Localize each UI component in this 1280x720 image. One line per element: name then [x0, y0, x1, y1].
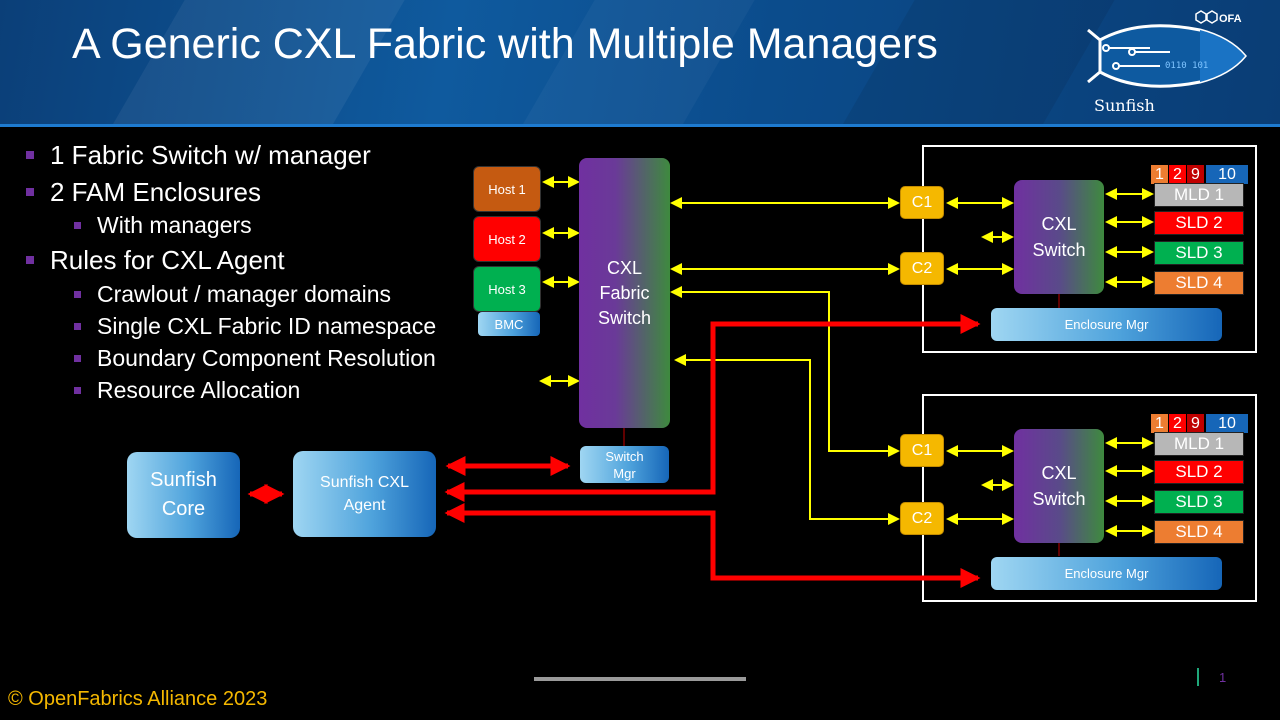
enclosure-1-tag-2: 2 — [1169, 165, 1186, 184]
title-banner — [0, 0, 1280, 124]
enclosure-2-sld-3: SLD 3 — [1154, 490, 1244, 514]
copyright-footer: © OpenFabrics Alliance 2023 — [8, 688, 268, 710]
enclosure-1-sld-4: SLD 4 — [1154, 271, 1244, 295]
enclosure-2-cxl-switch: CXL Switch — [1014, 429, 1104, 543]
enclosure-2-port-c2: C2 — [900, 502, 944, 535]
switch-mgr-box: Switch Mgr — [580, 446, 669, 483]
enclosure-2-sld-2: SLD 2 — [1154, 460, 1244, 484]
footer-bar — [534, 677, 746, 681]
enclosure-2-tag-2: 2 — [1169, 414, 1186, 433]
enclosure-1-frame — [922, 145, 1257, 353]
sunfish-cxl-agent-box: Sunfish CXL Agent — [293, 451, 436, 537]
enclosure-1-port-c2: C2 — [900, 252, 944, 285]
enclosure-2-port-c1: C1 — [900, 434, 944, 467]
enclosure-2-tag-1: 1 — [1151, 414, 1168, 433]
enclosure-1-tag-9: 9 — [1187, 165, 1204, 184]
enclosure-1-mgr-box: Enclosure Mgr — [991, 308, 1222, 341]
enclosure-2-sld-4: SLD 4 — [1154, 520, 1244, 544]
sunfish-wordmark: Sunfish — [1094, 96, 1155, 115]
page-marker-line — [1197, 668, 1199, 686]
enclosure-2-tag-9: 9 — [1187, 414, 1204, 433]
banner-divider — [0, 124, 1280, 127]
svg-text:OFA: OFA — [1219, 13, 1242, 25]
svg-text:0110 101: 0110 101 — [1165, 61, 1208, 71]
host-1-box: Host 1 — [473, 166, 541, 212]
enclosure-2-mld-1: MLD 1 — [1154, 432, 1244, 456]
enclosure-2-mgr-box: Enclosure Mgr — [991, 557, 1222, 590]
page-number: 1 — [1219, 670, 1227, 685]
sunfish-core-box: Sunfish Core — [127, 452, 240, 538]
host-2-box: Host 2 — [473, 216, 541, 262]
enclosure-1-mld-1: MLD 1 — [1154, 183, 1244, 207]
enclosure-1-cxl-switch: CXL Switch — [1014, 180, 1104, 294]
enclosure-2-tag-10: 10 — [1206, 414, 1248, 433]
slide-title: A Generic CXL Fabric with Multiple Manag… — [72, 20, 938, 68]
enclosure-1-port-c1: C1 — [900, 186, 944, 219]
enclosure-1-tag-10: 10 — [1206, 165, 1248, 184]
bmc-box: BMC — [478, 312, 540, 336]
enclosure-1-sld-3: SLD 3 — [1154, 241, 1244, 265]
enclosure-1-tag-1: 1 — [1151, 165, 1168, 184]
host-3-box: Host 3 — [473, 266, 541, 312]
sunfish-logo: 0110 101 OFA — [1087, 10, 1247, 88]
enclosure-1-sld-2: SLD 2 — [1154, 211, 1244, 235]
cxl-fabric-switch: CXL Fabric Switch — [579, 158, 670, 428]
